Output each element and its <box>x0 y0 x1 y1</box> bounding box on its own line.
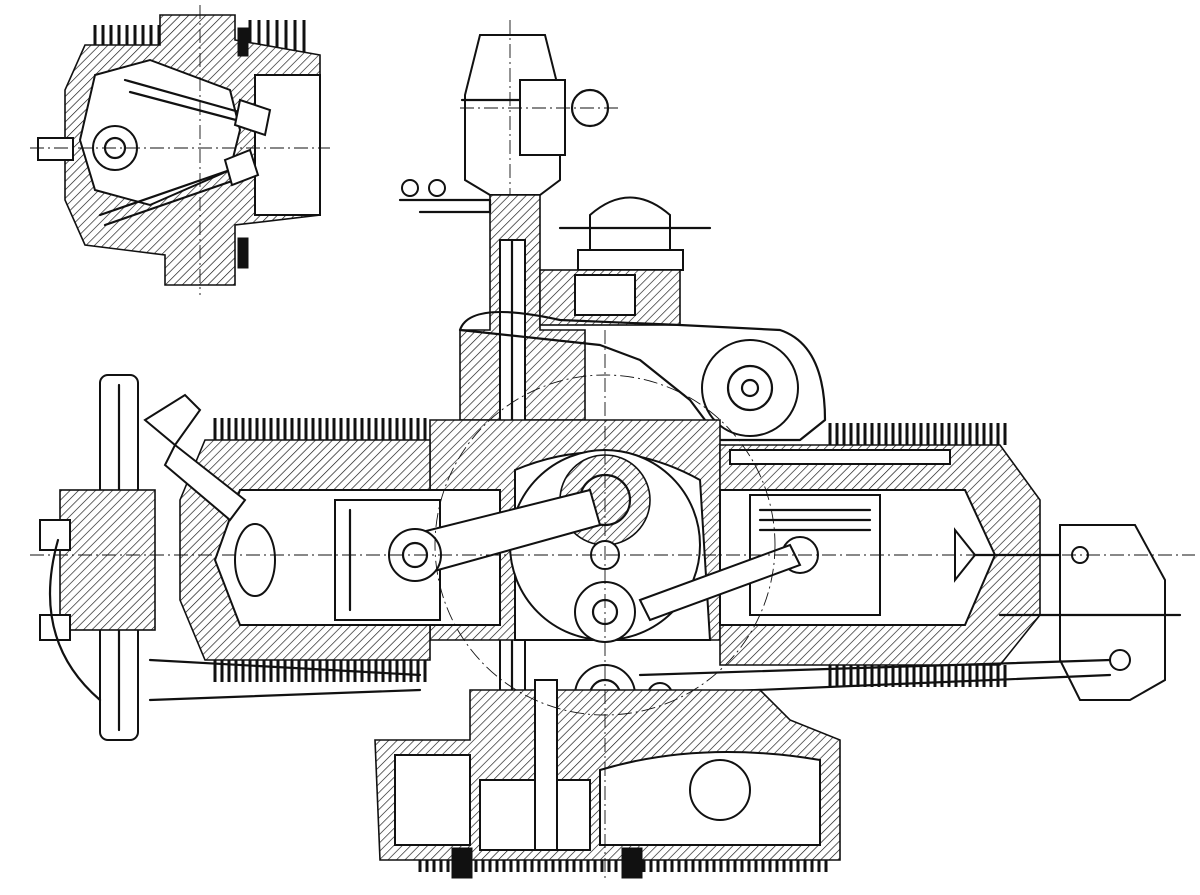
cylinder-head-detail <box>30 5 330 295</box>
left-cylinder <box>179 418 602 682</box>
distributor <box>460 20 620 240</box>
fuel-pump <box>539 196 712 326</box>
oil-sump <box>374 664 841 879</box>
main-engine-section <box>30 20 1195 880</box>
flywheel <box>39 374 247 741</box>
